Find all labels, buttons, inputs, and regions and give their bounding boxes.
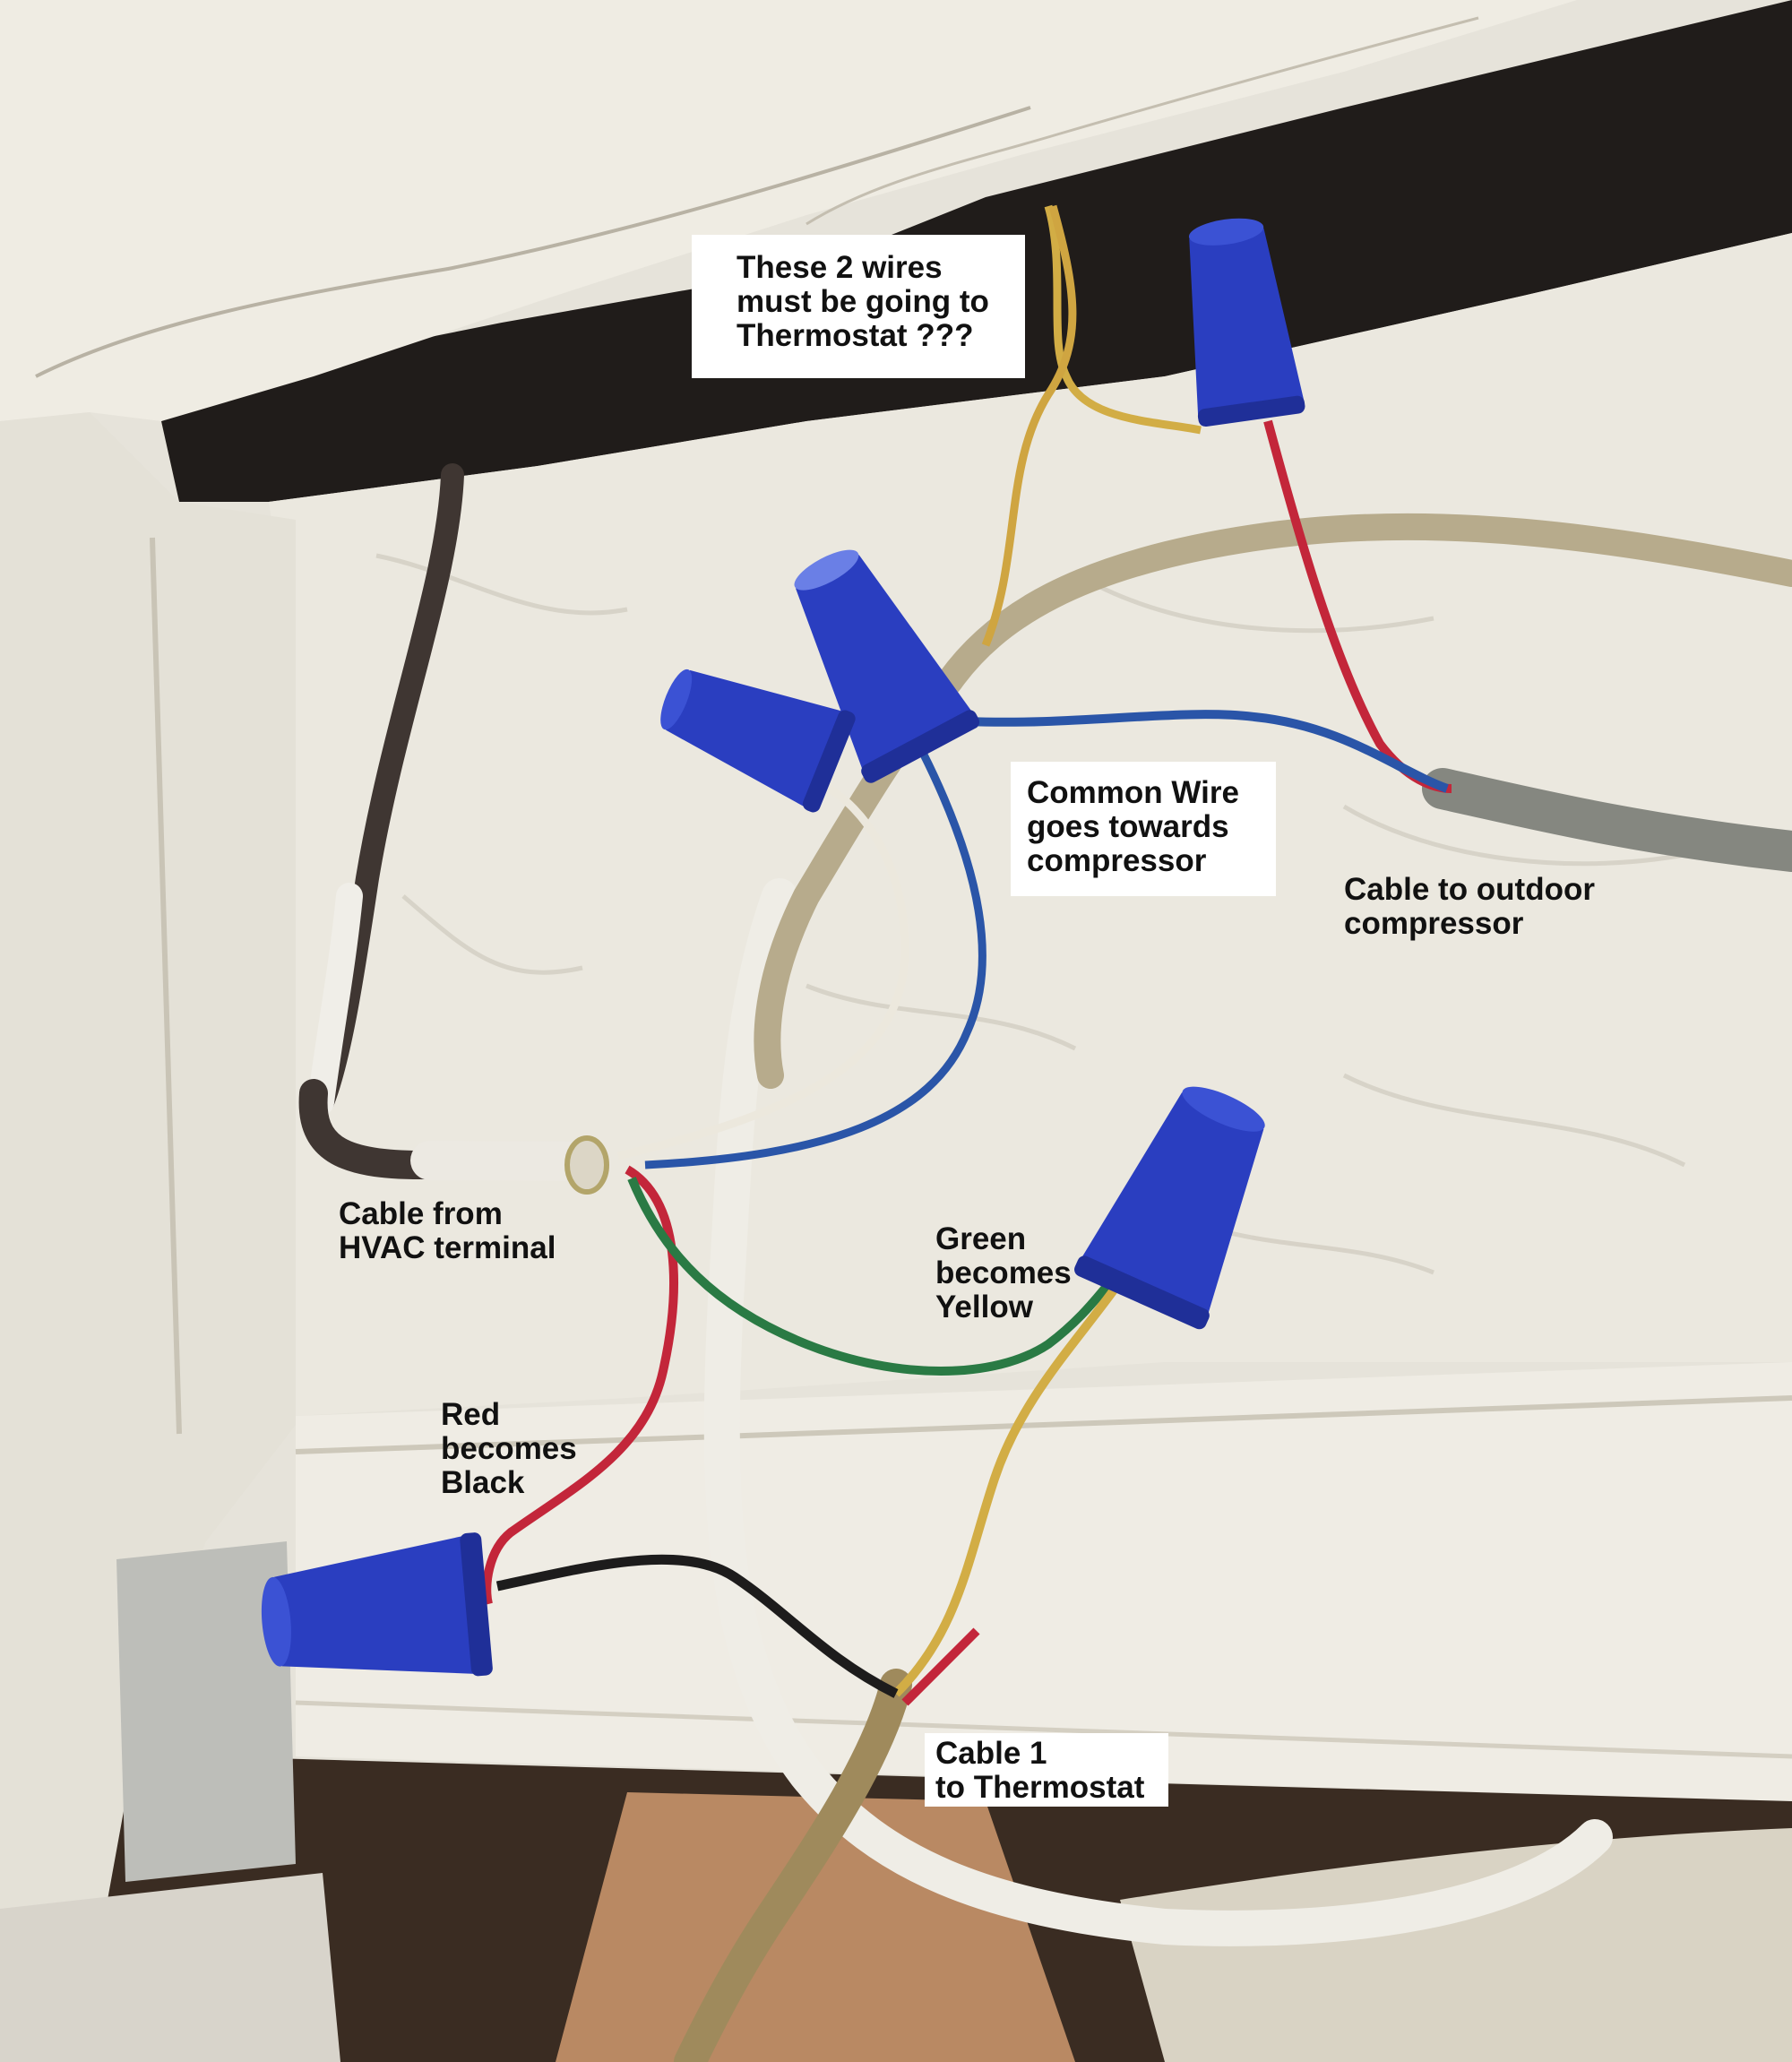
hvac-cable-bend	[298, 1079, 570, 1180]
ceiling-beam	[0, 0, 1577, 421]
plaster-texture	[375, 553, 1703, 1275]
wire-nut-left-center	[660, 669, 856, 813]
lower-beam-edge	[295, 1700, 1792, 1759]
ceiling-crack	[806, 16, 1479, 226]
outdoor-compressor-cable	[1422, 768, 1792, 872]
bottom-left-bracket	[0, 1873, 340, 2062]
label-thermostat-cable: Cable 1 to Thermostat	[925, 1733, 1168, 1807]
bottom-metal-panel	[116, 1541, 296, 1882]
label-hvac-cable: Cable from HVAC terminal	[339, 1196, 556, 1265]
bottom-duct-pipe	[1120, 1828, 1792, 2062]
label-red-black: Red becomes Black	[441, 1397, 577, 1500]
blue-wire-lower	[644, 750, 986, 1169]
wire-nut-top-right	[1188, 218, 1305, 427]
lower-beam-edge	[295, 1395, 1792, 1454]
black-wire	[495, 1554, 899, 1698]
yellow-wire-upper	[981, 204, 1077, 647]
post-edge-shadow	[150, 537, 182, 1435]
label-outdoor-cable: Cable to outdoor compressor	[1344, 872, 1595, 941]
white-sheathed-cable	[703, 878, 1613, 1946]
thermostat-cable-1	[674, 1669, 912, 2062]
lower-beam	[296, 1362, 1792, 1801]
label-thermostat-question: These 2 wires must be going to Thermosta…	[692, 235, 1025, 378]
wire-nut-lower-left	[261, 1532, 493, 1677]
yellow-wire-upper	[1044, 204, 1202, 435]
label-green-yellow: Green becomes Yellow	[935, 1221, 1072, 1324]
hvac-cable-white-section	[307, 883, 363, 1116]
ceiling-crack	[35, 106, 1031, 378]
yellow-wire-lower	[892, 1279, 1124, 1697]
label-common-wire: Common Wire goes towards compressor	[1011, 762, 1276, 896]
red-wire-stub	[901, 1627, 980, 1706]
green-wire	[627, 1177, 1115, 1376]
wire-nut-center	[794, 549, 980, 783]
red-wire-lower	[482, 1165, 678, 1606]
blue-common-wire	[967, 710, 1449, 793]
white-wire	[616, 785, 909, 1160]
left-post	[0, 412, 296, 2062]
hvac-cable-sleeve	[410, 1141, 602, 1181]
wire-nut-lower-right	[1074, 1086, 1265, 1330]
hvac-cable-end	[564, 1135, 609, 1195]
